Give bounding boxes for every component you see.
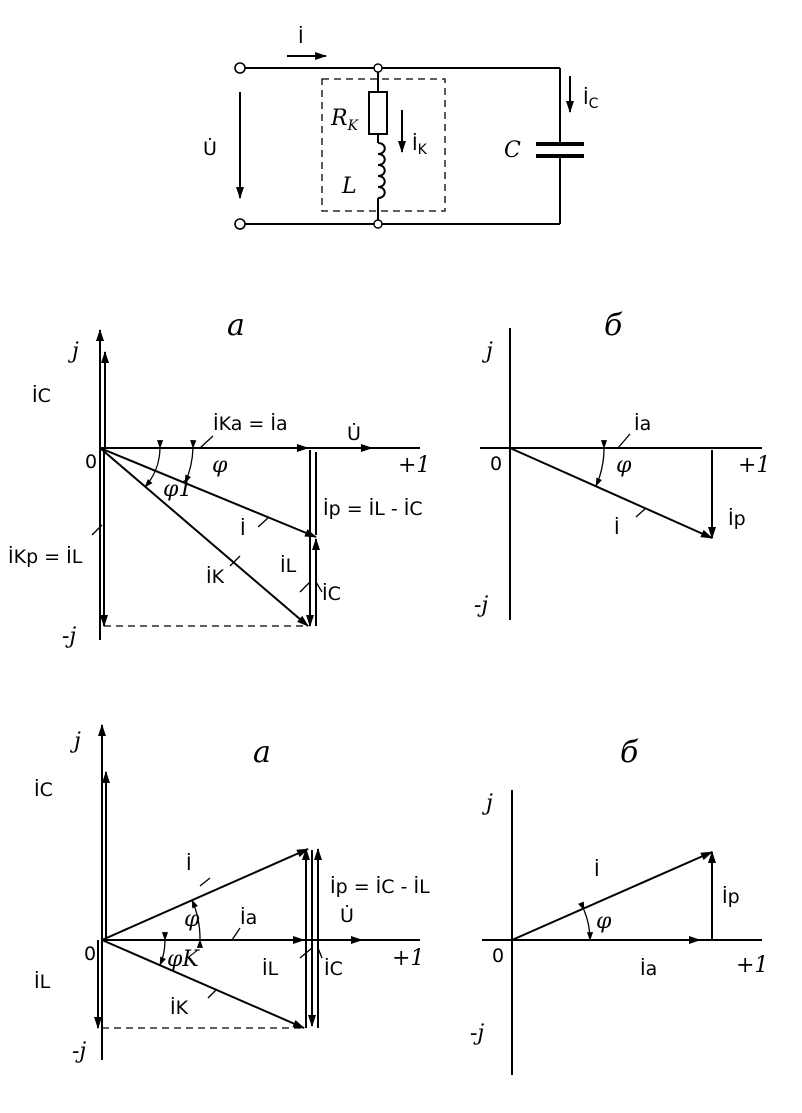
svg-text:-j: -j	[62, 624, 76, 649]
angle-phik-a2	[159, 932, 169, 966]
angle-phi-a1	[184, 440, 197, 484]
svg-text:İL: İL	[280, 554, 297, 577]
diagram-a1: а j -j 0 +1 İC İKa = İa U̇ φ φ1 İ	[8, 308, 430, 649]
title-a1: а	[227, 308, 245, 343]
svg-text:j: j	[481, 339, 493, 364]
svg-text:İ: İ	[240, 517, 246, 540]
svg-text:İKp = İL: İKp = İL	[8, 545, 83, 568]
svg-text:φK: φK	[167, 947, 200, 972]
label-coil-current: İK	[412, 132, 428, 158]
svg-text:0: 0	[490, 453, 502, 475]
svg-text:İC: İC	[324, 957, 343, 980]
resistor-rk	[368, 91, 388, 135]
vector-i-b1	[509, 447, 713, 539]
vector-i-b2	[511, 851, 713, 941]
svg-text:φ: φ	[184, 907, 200, 932]
title-b2: б	[620, 735, 639, 770]
svg-text:İKa = İa: İKa = İa	[213, 412, 288, 435]
svg-text:U̇: U̇	[340, 905, 354, 927]
svg-text:0: 0	[492, 945, 504, 967]
svg-text:İL: İL	[262, 957, 279, 980]
svg-text:İ: İ	[186, 852, 192, 875]
svg-text:+1: +1	[398, 453, 430, 478]
svg-text:İC: İC	[34, 778, 53, 801]
label-voltage-u: U̇	[203, 138, 217, 160]
angle-phi-b2	[578, 901, 594, 941]
angle-phi1-a1	[144, 440, 164, 488]
svg-text:φ: φ	[212, 453, 228, 478]
svg-text:İ: İ	[594, 858, 600, 881]
svg-text:j: j	[69, 729, 81, 754]
label-resistor: RK	[330, 106, 360, 134]
vector-ik-a2	[101, 939, 305, 1029]
svg-text:İK: İK	[206, 565, 225, 588]
svg-text:İp: İp	[728, 507, 746, 530]
svg-text:φ: φ	[596, 909, 612, 934]
svg-text:+1: +1	[738, 453, 770, 478]
label-capacitor: C	[504, 138, 521, 163]
svg-text:φ1: φ1	[163, 477, 192, 502]
svg-text:0: 0	[84, 943, 96, 965]
svg-text:φ: φ	[616, 453, 632, 478]
svg-text:0: 0	[85, 451, 97, 473]
svg-text:-j: -j	[72, 1039, 86, 1064]
svg-text:İ: İ	[614, 516, 620, 539]
vector-i-a1	[99, 447, 317, 538]
input-terminal-bottom	[234, 218, 246, 230]
svg-text:İa: İa	[634, 412, 651, 435]
svg-text:+1: +1	[736, 953, 768, 978]
svg-text:U̇: U̇	[347, 423, 361, 445]
inductor-l	[377, 142, 386, 199]
input-terminal-top	[234, 62, 246, 74]
svg-text:-j: -j	[470, 1021, 484, 1046]
title-b1: б	[604, 308, 623, 343]
vector-i-a2	[101, 848, 309, 941]
diagram-b2: б j -j 0 +1 İ İp φ İa	[470, 735, 768, 1075]
svg-text:+1: +1	[392, 946, 424, 971]
svg-text:İK: İK	[170, 996, 189, 1019]
svg-text:İp = İC - İL: İp = İC - İL	[330, 875, 430, 898]
svg-text:j: j	[481, 791, 493, 816]
angle-phi-b1	[595, 440, 608, 487]
svg-text:İC: İC	[32, 384, 51, 407]
label-cap-current: İC	[583, 86, 599, 112]
title-a2: а	[253, 735, 271, 770]
svg-text:İa: İa	[640, 957, 657, 980]
svg-text:İL: İL	[34, 970, 51, 993]
vector-ik-a1	[99, 447, 309, 627]
label-inductor: L	[341, 174, 357, 199]
svg-text:İp: İp	[722, 885, 740, 908]
svg-text:İa: İa	[240, 906, 257, 929]
circuit-schematic: İ U̇ RK L İK C İC	[203, 25, 599, 230]
svg-text:İC: İC	[322, 582, 341, 605]
svg-text:j: j	[67, 339, 79, 364]
svg-text:İp = İL - İC: İp = İL - İC	[323, 497, 423, 520]
diagram-b1: б j -j 0 +1 İa φ İ İp	[474, 308, 770, 620]
coil-dashed-box	[321, 78, 446, 212]
label-current-i: İ	[298, 25, 304, 48]
svg-text:-j: -j	[474, 593, 488, 618]
angle-phi-a2	[191, 899, 203, 948]
diagram-a2: а j -j 0 +1 İC İ İp = İC - İL φ İa U̇ φK…	[34, 724, 430, 1064]
